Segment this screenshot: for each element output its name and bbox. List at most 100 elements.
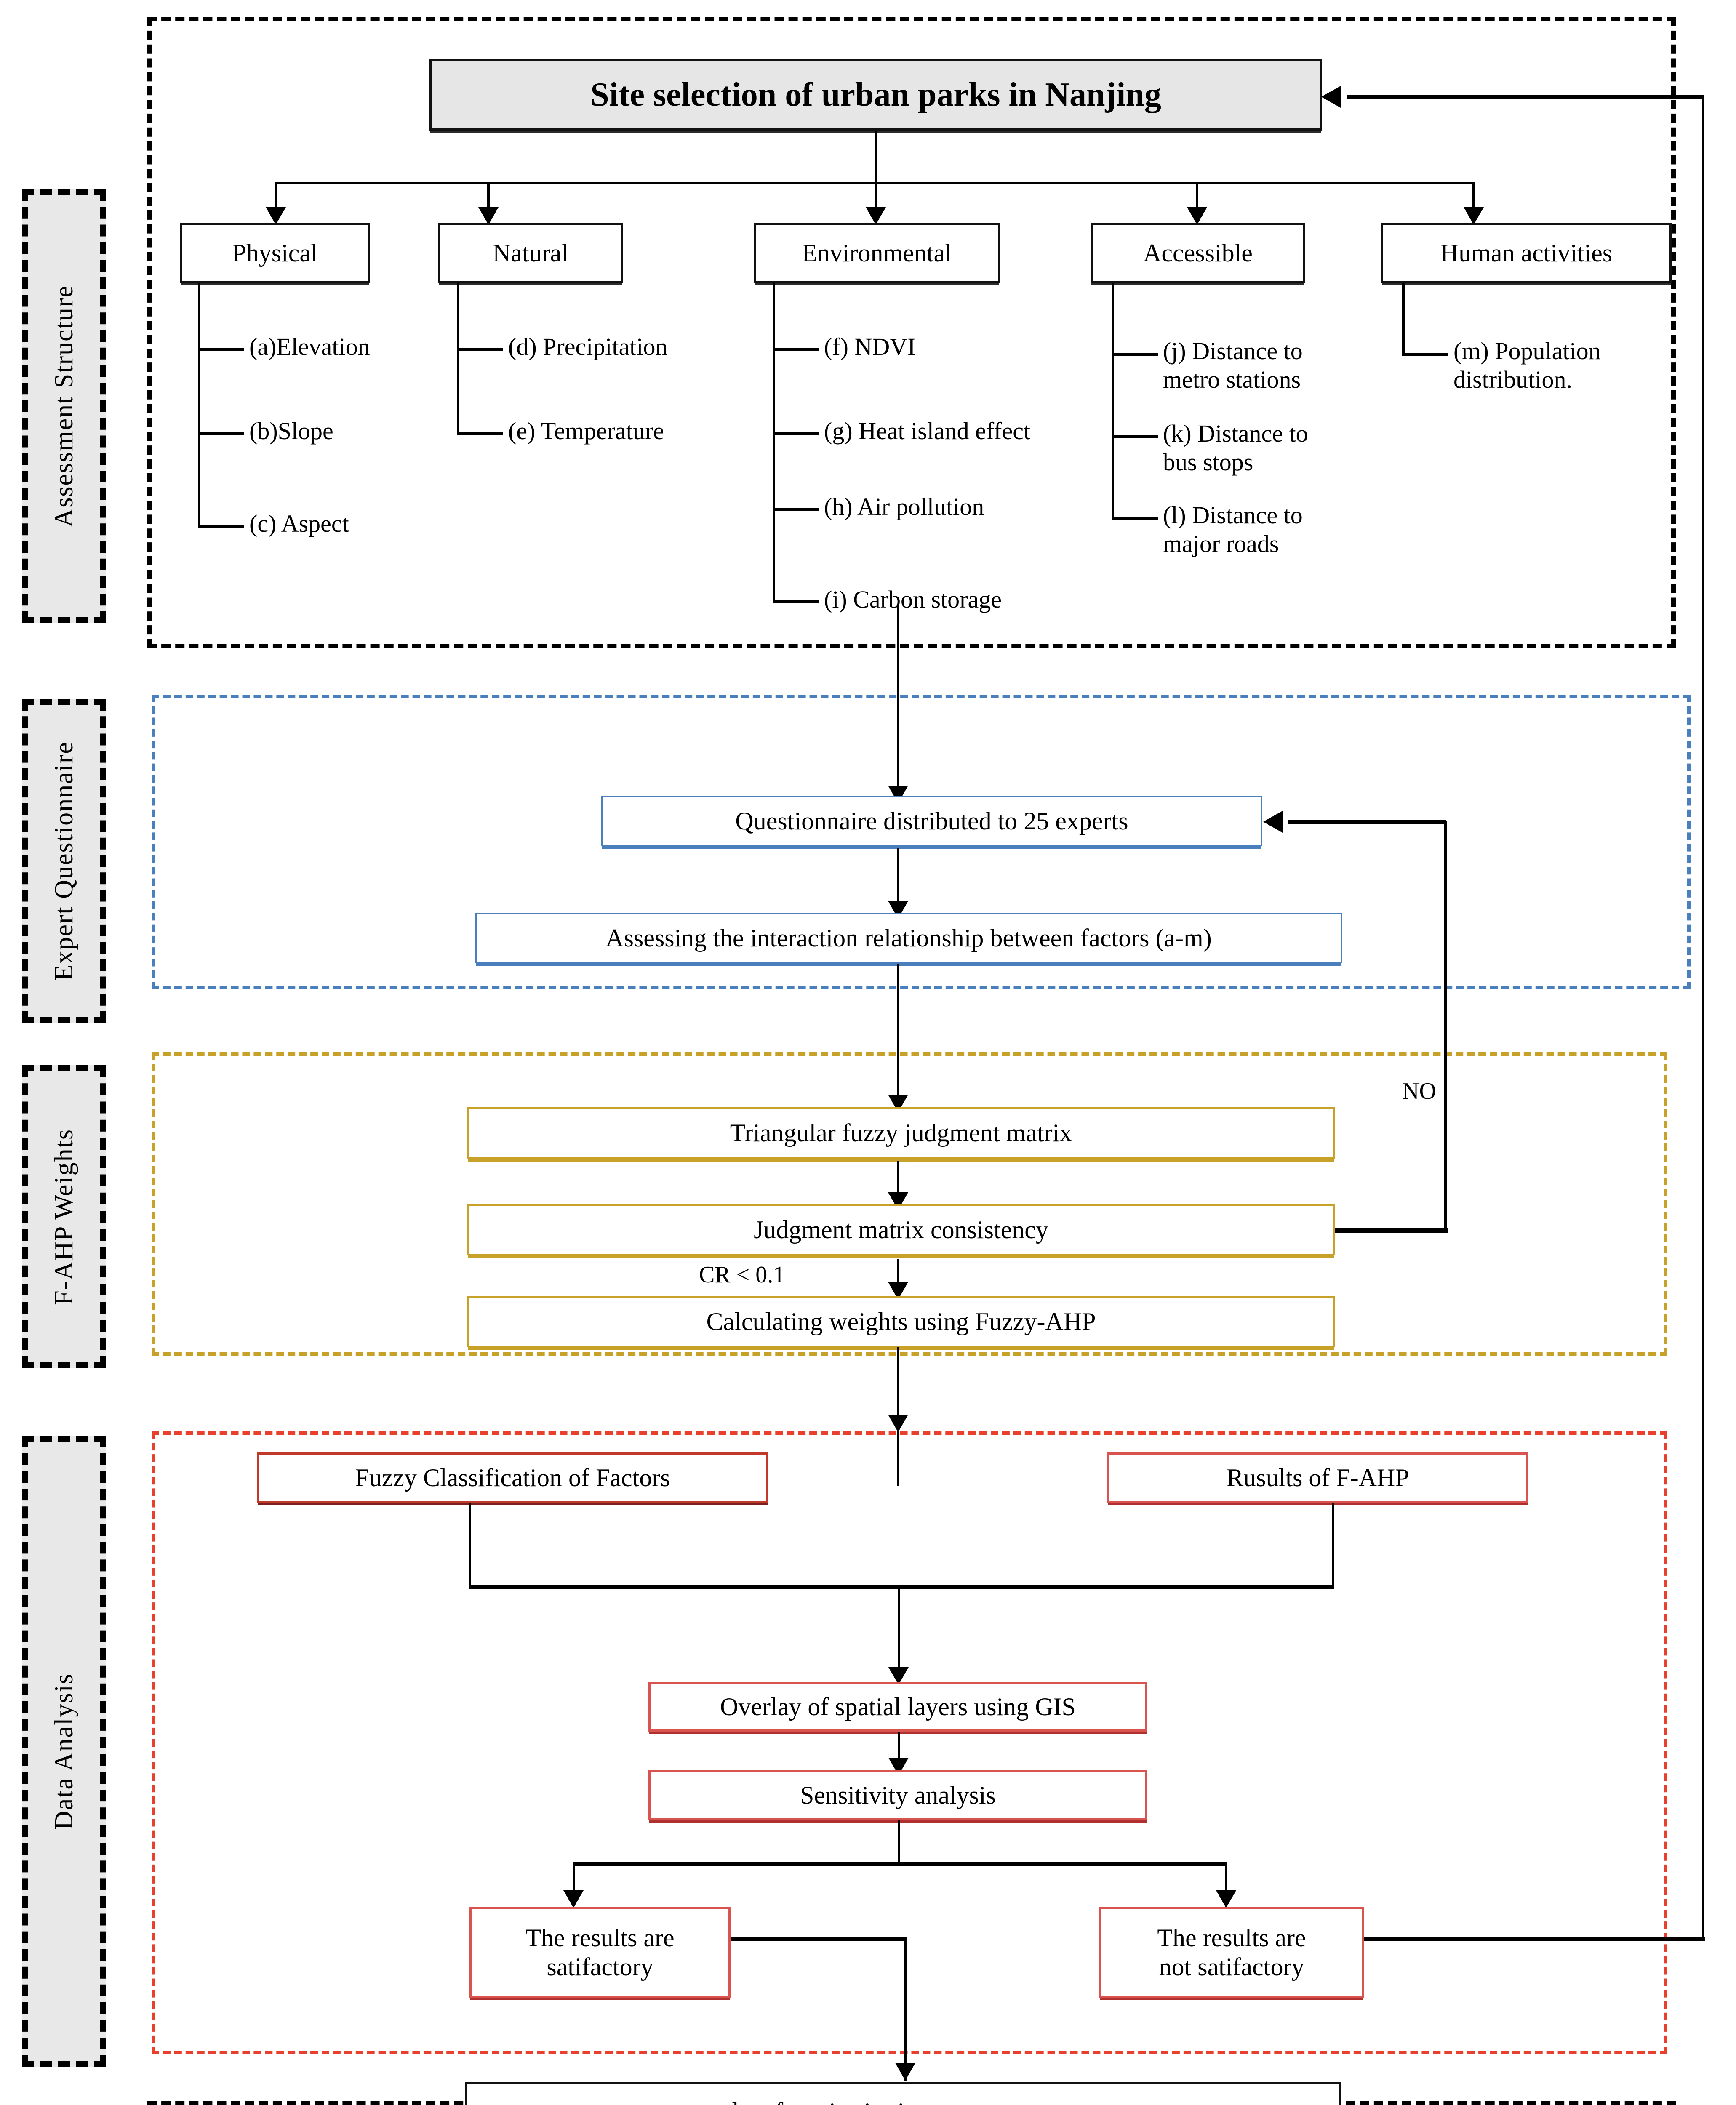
- tree-tick-physical-a: [198, 348, 244, 351]
- fahp-step-label: Triangular fuzzy judgment matrix: [730, 1119, 1072, 1147]
- feedback-no-horizontal: [1335, 1228, 1448, 1233]
- section-tab-data-analysis: Data Analysis: [22, 1436, 106, 2067]
- analysis-input-label: Fuzzy Classification of Factors: [355, 1463, 670, 1492]
- fahp-box-triangular-matrix: Triangular fuzzy judgment matrix: [467, 1107, 1335, 1159]
- connector-questionnaire-to-fahp: [897, 964, 899, 1111]
- category-label: Physical: [232, 239, 318, 267]
- root-title-box: Site selection of urban parks in Nanjing: [429, 59, 1322, 131]
- leaf-human-m: (m) Population distribution.: [1453, 337, 1601, 394]
- analysis-step-label: Sensitivity analysis: [800, 1781, 996, 1809]
- connector-drop-natural: [487, 182, 490, 209]
- arrow-to-outcome-satisfactory: [563, 1890, 584, 1908]
- questionnaire-box-assessing-interaction: Assessing the interaction relationship b…: [475, 913, 1342, 963]
- edge-label-no: NO: [1402, 1078, 1436, 1104]
- connector-merge-bar: [469, 1585, 1334, 1589]
- connector-not-satisfactory-right: [1364, 1937, 1705, 1941]
- arrow-feedback-into-questionnaire: [1263, 811, 1283, 833]
- tree-tick-physical-b: [198, 432, 244, 435]
- section-tab-label: Assessment Structure: [49, 285, 78, 528]
- feedback-no-vertical: [1444, 821, 1447, 1231]
- connector-fahp-1-2: [897, 1161, 899, 1203]
- leaf-environmental-g: (g) Heat island effect: [824, 417, 1031, 445]
- connector-satisfactory-right: [731, 1937, 907, 1941]
- leaf-environmental-h: (h) Air pollution: [824, 493, 984, 520]
- connector-outcome-left-down: [573, 1862, 575, 1902]
- analysis-step-label: Overlay of spatial layers using GIS: [720, 1692, 1076, 1721]
- analysis-outcome-label: The results are not satifactory: [1157, 1924, 1306, 1981]
- category-label: Natural: [493, 239, 568, 267]
- arrow-to-environmental: [866, 207, 886, 225]
- tree-tick-human-m: [1402, 353, 1448, 356]
- tree-trunk-accessible: [1112, 283, 1114, 519]
- arrow-to-human-activities: [1464, 207, 1484, 225]
- tree-tick-accessible-k: [1112, 435, 1158, 438]
- tree-tick-accessible-j: [1112, 353, 1158, 356]
- questionnaire-box-distributed: Questionnaire distributed to 25 experts: [601, 796, 1262, 846]
- tree-tick-natural-e: [457, 432, 503, 435]
- arrow-to-natural: [478, 207, 499, 225]
- fahp-step-label: Judgment matrix consistency: [754, 1215, 1048, 1244]
- connector-fuzzy-down: [469, 1503, 471, 1587]
- connector-title-stem: [875, 131, 877, 183]
- output-box-results-assessment: results of muti-criteria assessment proc…: [465, 2082, 1341, 2105]
- analysis-input-label: Rusults of F-AHP: [1227, 1463, 1409, 1492]
- arrow-into-analysis: [888, 1415, 908, 1432]
- leaf-physical-c: (c) Aspect: [249, 510, 349, 537]
- category-label: Accessible: [1143, 239, 1253, 267]
- edge-label-cr: CR < 0.1: [699, 1262, 785, 1288]
- section-tab-expert-questionnaire: Expert Questionnaire: [22, 699, 106, 1023]
- connector-not-satisfactory-up: [1702, 96, 1704, 1940]
- questionnaire-step-label: Assessing the interaction relationship b…: [605, 924, 1212, 952]
- zone-assessment-structure: [147, 17, 1676, 648]
- tree-trunk-natural: [457, 283, 459, 434]
- category-box-accessible: Accessible: [1091, 223, 1305, 283]
- connector-assessment-to-questionnaire: [897, 606, 899, 796]
- category-box-human-activities: Human activities: [1381, 223, 1672, 283]
- section-tab-assessment-structure: Assessment Structure: [22, 189, 106, 623]
- fahp-step-label: Calculating weights using Fuzzy-AHP: [706, 1307, 1096, 1335]
- connector-overlay-to-sensitivity: [898, 1732, 900, 1768]
- analysis-box-results-not-satisfactory: The results are not satifactory: [1099, 1907, 1364, 1998]
- analysis-box-sensitivity: Sensitivity analysis: [648, 1770, 1147, 1820]
- arrow-into-output-zone: [895, 2063, 915, 2081]
- section-tab-label: Expert Questionnaire: [49, 741, 78, 981]
- section-tab-fahp-weights: F-AHP Weights: [22, 1065, 106, 1368]
- arrow-to-physical: [266, 207, 286, 225]
- tree-tick-environmental-f: [773, 348, 819, 351]
- tree-trunk-environmental: [773, 283, 775, 603]
- connector-outcome-split-bar: [573, 1862, 1227, 1866]
- zone-data-analysis: [152, 1431, 1667, 2054]
- category-box-environmental: Environmental: [754, 223, 1000, 283]
- connector-drop-environmental: [875, 182, 877, 209]
- leaf-environmental-f: (f) NDVI: [824, 333, 916, 360]
- output-step-label: results of muti-criteria assessment proc…: [690, 2097, 1116, 2105]
- tree-tick-natural-d: [457, 348, 503, 351]
- connector-drop-accessible: [1196, 182, 1198, 209]
- connector-back-to-root: [1347, 95, 1704, 99]
- feedback-no-into-questionnaire: [1288, 820, 1446, 824]
- connector-outcome-right-down: [1225, 1862, 1227, 1902]
- leaf-accessible-l: (l) Distance to major roads: [1163, 501, 1303, 558]
- zone-fahp-weights: [152, 1052, 1667, 1356]
- leaf-physical-a: (a)Elevation: [249, 333, 370, 360]
- root-title-label: Site selection of urban parks in Nanjing: [590, 76, 1161, 113]
- category-box-physical: Physical: [180, 223, 370, 283]
- connector-sensitivity-down: [898, 1820, 900, 1864]
- tree-tick-environmental-i: [773, 600, 819, 603]
- tree-tick-physical-c: [198, 525, 244, 528]
- category-label: Environmental: [802, 239, 952, 267]
- connector-drop-physical: [275, 182, 277, 209]
- connector-merge-down: [898, 1585, 900, 1682]
- zone-expert-questionnaire: [152, 695, 1691, 989]
- category-box-natural: Natural: [438, 223, 623, 283]
- leaf-natural-e: (e) Temperature: [508, 417, 664, 445]
- analysis-box-overlay-gis: Overlay of spatial layers using GIS: [648, 1682, 1147, 1732]
- connector-questionnaire-steps: [897, 848, 899, 911]
- tree-trunk-human-activities: [1402, 283, 1405, 355]
- tree-tick-environmental-h: [773, 508, 819, 511]
- leaf-physical-b: (b)Slope: [249, 417, 333, 445]
- section-tab-label: Data Analysis: [49, 1673, 78, 1830]
- connector-satisfactory-down: [904, 1937, 907, 2081]
- arrow-to-outcome-not-satisfactory: [1216, 1890, 1236, 1908]
